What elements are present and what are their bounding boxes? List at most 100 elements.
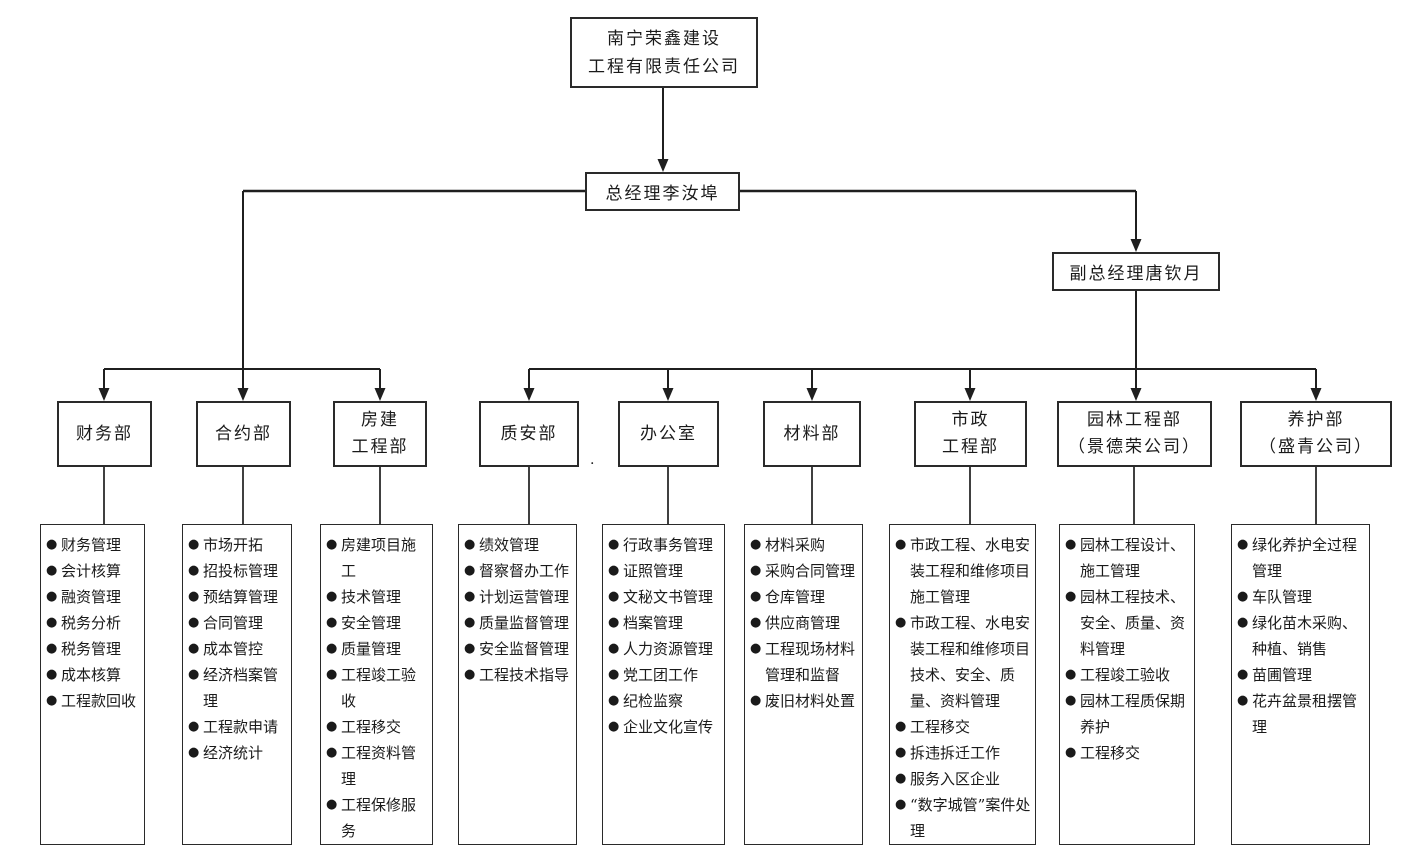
duty-item: ●预结算管理 xyxy=(188,584,288,610)
bullet-icon: ● xyxy=(188,563,200,578)
duty-item: ●采购合同管理 xyxy=(750,558,859,584)
duty-text: 车队管理 xyxy=(1252,588,1313,606)
bullet-icon: ● xyxy=(895,719,907,734)
company-title-line: 南宁荣鑫建设 xyxy=(607,28,721,49)
department-name: （盛青公司） xyxy=(1259,437,1373,457)
department-box: 材料部 xyxy=(763,401,861,467)
bullet-icon: ● xyxy=(1237,667,1249,682)
department-name: （景德荣公司） xyxy=(1068,437,1201,457)
duty-item: ●督察督办工作 xyxy=(464,558,573,584)
duty-item: ●经济档案管理 xyxy=(188,662,288,714)
bullet-icon: ● xyxy=(464,615,476,630)
bullet-icon: ● xyxy=(608,615,620,630)
duty-item: ●合同管理 xyxy=(188,610,288,636)
department-name: 质安部 xyxy=(500,423,558,444)
duty-text: 工程款回收 xyxy=(61,692,137,710)
bullet-icon: ● xyxy=(608,563,620,578)
bullet-icon: ● xyxy=(608,667,620,682)
duty-text: 档案管理 xyxy=(623,614,684,632)
duty-text: 绿化养护全过程管理 xyxy=(1252,536,1358,580)
bullet-icon: ● xyxy=(1065,745,1077,760)
bullet-icon: ● xyxy=(1237,693,1249,708)
bullet-icon: ● xyxy=(46,589,58,604)
duty-item: ●人力资源管理 xyxy=(608,636,721,662)
bullet-icon: ● xyxy=(326,641,338,656)
duty-text: 经济统计 xyxy=(203,744,264,762)
duty-item: ●纪检监察 xyxy=(608,688,721,714)
bullet-icon: ● xyxy=(188,537,200,552)
duty-item: ●园林工程设计、施工管理 xyxy=(1065,532,1191,584)
duty-text: 技术管理 xyxy=(341,588,402,606)
duty-item: ●绿化苗木采购、种植、销售 xyxy=(1237,610,1366,662)
duty-text: 财务管理 xyxy=(61,536,122,554)
bullet-icon: ● xyxy=(608,589,620,604)
bullet-icon: ● xyxy=(1065,589,1077,604)
duty-text: 证照管理 xyxy=(623,562,684,580)
duty-text: 园林工程质保期养护 xyxy=(1080,692,1186,736)
company-title-box: 南宁荣鑫建设 工程有限责任公司 xyxy=(570,17,758,88)
bullet-icon: ● xyxy=(750,641,762,656)
duty-text: 服务入区企业 xyxy=(910,770,1001,788)
duty-item: ●党工团工作 xyxy=(608,662,721,688)
department-name: 合约部 xyxy=(215,423,272,444)
duty-text: 苗圃管理 xyxy=(1252,666,1313,684)
duty-text: 企业文化宣传 xyxy=(623,718,714,736)
department-box: 质安部 xyxy=(479,401,579,467)
company-title-line: 工程有限责任公司 xyxy=(588,56,740,77)
duty-text: “数字城管”案件处理 xyxy=(910,796,1031,840)
duty-item: ●仓库管理 xyxy=(750,584,859,610)
bullet-icon: ● xyxy=(750,589,762,604)
duty-item: ●供应商管理 xyxy=(750,610,859,636)
bullet-icon: ● xyxy=(608,641,620,656)
duty-text: 工程竣工验收 xyxy=(341,666,417,710)
bullet-icon: ● xyxy=(326,589,338,604)
bullet-icon: ● xyxy=(326,797,338,812)
deputy-general-manager-label: 副总经理唐钦月 xyxy=(1069,264,1203,284)
department-name: 财务部 xyxy=(76,423,133,444)
duty-item: ●材料采购 xyxy=(750,532,859,558)
duty-text: 供应商管理 xyxy=(765,614,841,632)
duty-text: 工程移交 xyxy=(1080,744,1141,762)
duty-text: 会计核算 xyxy=(61,562,122,580)
duty-item: ●市政工程、水电安装工程和维修项目技术、安全、质量、资料管理 xyxy=(895,610,1032,714)
bullet-icon: ● xyxy=(608,693,620,708)
bullet-icon: ● xyxy=(1237,615,1249,630)
duty-item: ●计划运营管理 xyxy=(464,584,573,610)
duty-text: 质量管理 xyxy=(341,640,402,658)
duty-list-box: ●材料采购●采购合同管理●仓库管理●供应商管理●工程现场材料管理和监督●废旧材料… xyxy=(744,524,863,845)
duty-text: 成本核算 xyxy=(61,666,122,684)
department-box: 财务部 xyxy=(57,401,152,467)
department-name: 工程部 xyxy=(351,437,409,457)
department-name: 房建 xyxy=(361,410,399,430)
duty-item: ●成本核算 xyxy=(46,662,141,688)
duty-list-box: ●房建项目施工●技术管理●安全管理●质量管理●工程竣工验收●工程移交●工程资料管… xyxy=(320,524,433,845)
stray-dot: . xyxy=(590,452,595,468)
duty-list-box: ●市场开拓●招投标管理●预结算管理●合同管理●成本管控●经济档案管理●工程款申请… xyxy=(182,524,292,845)
bullet-icon: ● xyxy=(46,667,58,682)
bullet-icon: ● xyxy=(326,537,338,552)
department-name: 工程部 xyxy=(942,437,999,457)
bullet-icon: ● xyxy=(326,719,338,734)
bullet-icon: ● xyxy=(464,563,476,578)
duty-text: 废旧材料处置 xyxy=(765,692,856,710)
duty-item: ●市场开拓 xyxy=(188,532,288,558)
duty-item: ●成本管控 xyxy=(188,636,288,662)
duty-item: ●税务分析 xyxy=(46,610,141,636)
duty-item: ●花卉盆景租摆管理 xyxy=(1237,688,1366,740)
department-box: 园林工程部（景德荣公司） xyxy=(1057,401,1212,467)
duty-item: ●安全管理 xyxy=(326,610,429,636)
bullet-icon: ● xyxy=(188,589,200,604)
duty-item: ●工程技术指导 xyxy=(464,662,573,688)
bullet-icon: ● xyxy=(326,615,338,630)
general-manager-label: 总经理李汝埠 xyxy=(605,184,720,204)
duty-item: ●证照管理 xyxy=(608,558,721,584)
duty-text: 绿化苗木采购、种植、销售 xyxy=(1252,614,1358,658)
bullet-icon: ● xyxy=(1237,589,1249,604)
bullet-icon: ● xyxy=(1065,537,1077,552)
duty-text: 合同管理 xyxy=(203,614,264,632)
duty-text: 文秘文书管理 xyxy=(623,588,714,606)
duty-list-box: ●绿化养护全过程管理●车队管理●绿化苗木采购、种植、销售●苗圃管理●花卉盆景租摆… xyxy=(1231,524,1370,845)
duty-item: ●市政工程、水电安装工程和维修项目施工管理 xyxy=(895,532,1032,610)
bullet-icon: ● xyxy=(608,719,620,734)
